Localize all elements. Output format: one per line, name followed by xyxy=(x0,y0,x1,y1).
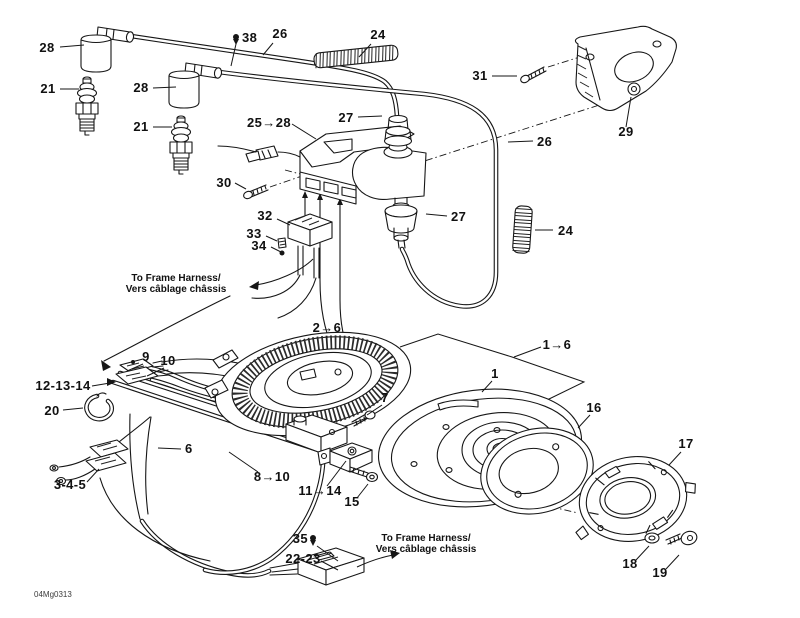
callout-32: 32 xyxy=(257,208,272,223)
spark-plug-2 xyxy=(169,115,193,175)
boot-lower-27 xyxy=(384,197,418,249)
harness-note-lower-arrow xyxy=(356,554,394,568)
callout-33: 33 xyxy=(246,226,261,241)
callout-27-upper: 27 xyxy=(338,110,353,125)
connector-9-10 xyxy=(115,358,170,385)
bolt-19 xyxy=(665,530,698,546)
callouts: 28 21 28 21 38 26 24 31 29 25→28 27 26 3… xyxy=(35,26,693,580)
callout-1: 1 xyxy=(491,366,499,381)
callout-26-right: 26 xyxy=(537,134,552,149)
callout-29: 29 xyxy=(618,124,633,139)
magneto-cover xyxy=(575,456,696,542)
callout-6: 6 xyxy=(185,441,193,456)
group-line-1-6 xyxy=(399,333,586,401)
callout-15: 15 xyxy=(344,494,359,509)
harness-note-upper-line1: To Frame Harness/ xyxy=(131,273,221,284)
callout-10: 10 xyxy=(160,353,175,368)
coil-connection-wires xyxy=(101,191,351,371)
connector-32 xyxy=(287,213,333,279)
callout-30: 30 xyxy=(216,175,231,190)
callout-21-b: 21 xyxy=(133,119,148,134)
bolt-31 xyxy=(520,66,547,84)
callout-11-14: 11→14 xyxy=(298,483,342,498)
callout-12-13-14: 12-13-14 xyxy=(35,378,91,393)
harness-note-upper-line2: Vers câblage châssis xyxy=(126,284,227,295)
coil-lead-connector xyxy=(217,145,301,163)
stator xyxy=(204,331,412,437)
callout-28-a: 28 xyxy=(39,40,54,55)
callout-9: 9 xyxy=(142,349,150,364)
fastener-35-icon xyxy=(310,535,316,546)
callout-22-23: 22-23 xyxy=(285,551,320,566)
callout-16: 16 xyxy=(586,400,601,415)
callout-17: 17 xyxy=(678,436,693,451)
trigger-bracket xyxy=(317,442,373,473)
frame-harness-note-upper: To Frame Harness/ Vers câblage châssis xyxy=(126,258,314,295)
bolt-7 xyxy=(351,410,376,427)
callout-31: 31 xyxy=(472,68,487,83)
callout-8-10: 8→10 xyxy=(254,469,290,484)
connector-22-23 xyxy=(269,547,365,586)
bolt-30 xyxy=(243,184,269,200)
callout-35: 35 xyxy=(293,531,308,546)
connector-3-4-5 xyxy=(49,439,129,486)
callout-24-top: 24 xyxy=(370,27,386,42)
spring-right xyxy=(512,205,533,254)
harness-note-upper-arrow xyxy=(255,258,314,286)
callout-2-6: 2→6 xyxy=(313,320,342,335)
part-33 xyxy=(277,237,287,249)
callout-7: 7 xyxy=(381,390,389,405)
callout-25-28: 25→28 xyxy=(247,115,291,130)
leader-lines xyxy=(59,42,682,571)
callout-24-right: 24 xyxy=(558,223,574,238)
frame-harness-note-lower: To Frame Harness/ Vers câblage châssis xyxy=(356,533,477,568)
callout-1-6: 1→6 xyxy=(543,337,572,352)
watermark-code: 04Mg0313 xyxy=(34,590,72,599)
callout-38: 38 xyxy=(242,30,257,45)
callout-34: 34 xyxy=(251,238,267,253)
magneto-ring xyxy=(480,427,594,515)
callout-21-a: 21 xyxy=(40,81,55,96)
spark-plug-cap-1 xyxy=(80,26,135,73)
callout-27-lower: 27 xyxy=(451,209,466,224)
callout-18: 18 xyxy=(622,556,637,571)
hook-20 xyxy=(84,392,115,422)
bolt-15 xyxy=(348,466,379,483)
callout-19: 19 xyxy=(652,565,667,580)
fastener-38-icon xyxy=(233,34,239,45)
spark-plug-wire-2-loop xyxy=(216,69,499,309)
spark-plug-1 xyxy=(75,76,99,136)
harness-note-lower-line2: Vers câblage châssis xyxy=(376,544,477,555)
boot-upper-27 xyxy=(383,114,413,147)
callout-3-4-5: 3-4-5 xyxy=(54,477,86,492)
sensor-block xyxy=(285,414,348,454)
spark-plug-cap-2 xyxy=(168,62,223,109)
spring-top xyxy=(313,44,399,69)
harness-note-lower-line1: To Frame Harness/ xyxy=(381,533,471,544)
callout-28-b: 28 xyxy=(133,80,148,95)
bracket xyxy=(574,25,677,112)
callout-20: 20 xyxy=(44,403,59,418)
washer-18 xyxy=(644,532,660,544)
callout-26-top: 26 xyxy=(272,26,287,41)
